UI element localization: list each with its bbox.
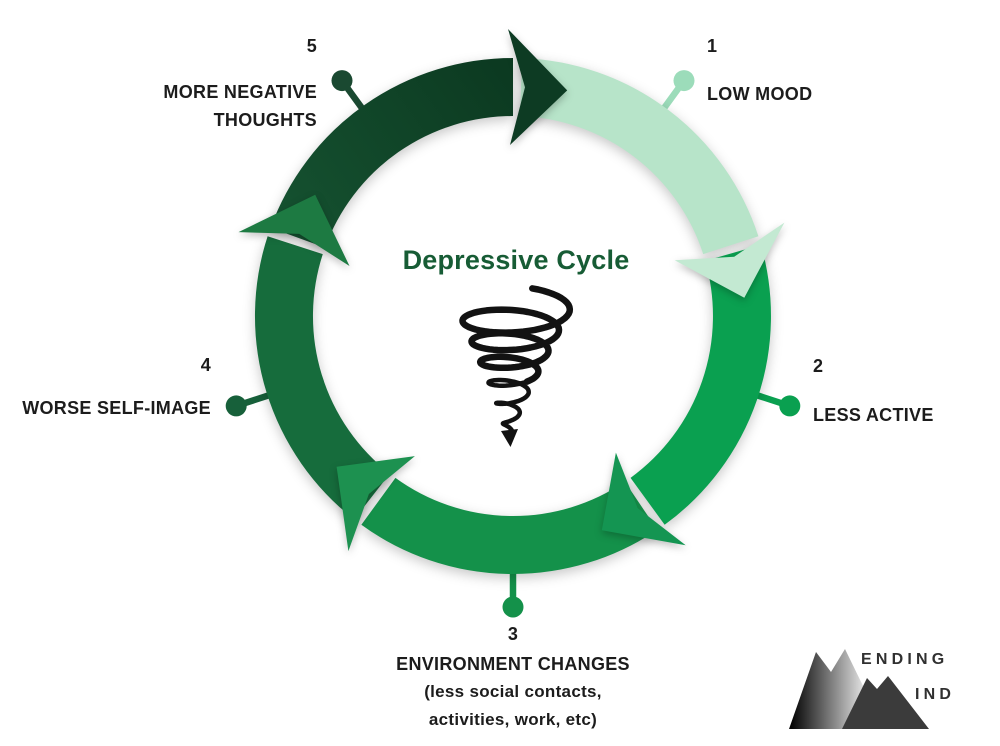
step-number-2: 2	[813, 356, 824, 376]
step-text-4: WORSE SELF-IMAGE	[22, 398, 211, 418]
spiral-lower-path	[486, 377, 531, 440]
connector-dot-1	[673, 70, 695, 92]
step-number-5: 5	[306, 36, 317, 56]
cycle-arrowhead-3	[336, 456, 415, 552]
step-text-1: LOW MOOD	[707, 84, 813, 104]
cycle-arrowhead-4	[238, 194, 350, 266]
step-number-3: 3	[507, 624, 519, 644]
cycle-arc-3	[361, 477, 658, 574]
step-text-5-line1: MORE NEGATIVE	[163, 82, 317, 102]
connector-dot-2	[779, 395, 801, 417]
cycle-arrowheads	[238, 29, 785, 552]
step-text-3-line2: (less social contacts,	[424, 682, 602, 701]
connector-dot-4	[225, 395, 247, 417]
cycle-arrowhead-5	[508, 29, 568, 145]
spiral-tornado-icon	[459, 285, 574, 447]
cycle-arrowhead-2	[601, 452, 686, 546]
step-label-5: 5 MORE NEGATIVE THOUGHTS	[163, 32, 317, 134]
step-label-1: 1 LOW MOOD	[707, 34, 812, 106]
mountain-dark-shape	[842, 676, 929, 729]
step-label-3: 3 ENVIRONMENT CHANGES (less social conta…	[396, 620, 630, 734]
page-title: Depressive Cycle	[402, 245, 630, 275]
connector-dot-3	[502, 596, 524, 618]
logo-text-ending: ENDING	[861, 651, 949, 668]
step-number-1: 1	[707, 36, 718, 56]
step-text-2: LESS ACTIVE	[813, 405, 934, 425]
step-label-2: 2 LESS ACTIVE	[813, 354, 934, 427]
cycle-arrowhead-1	[674, 222, 785, 298]
logo-text-ind: IND	[915, 686, 956, 703]
spiral-arrowhead	[501, 429, 518, 447]
connector-dot-5	[331, 70, 353, 92]
cycle-arc-2	[630, 244, 771, 525]
cycle-arc-5	[270, 58, 514, 249]
logo-mountains	[789, 649, 929, 729]
step-text-5-line2: THOUGHTS	[213, 110, 317, 130]
spiral-upper-path	[459, 285, 574, 385]
step-text-3-line3: activities, work, etc)	[428, 710, 598, 729]
step-label-4: 4 WORSE SELF-IMAGE	[22, 353, 211, 420]
cycle-arc-1	[519, 58, 759, 255]
step-number-4: 4	[200, 355, 211, 375]
step-text-3-line1: ENVIRONMENT CHANGES	[396, 654, 630, 674]
cycle-arc-4	[254, 236, 391, 520]
